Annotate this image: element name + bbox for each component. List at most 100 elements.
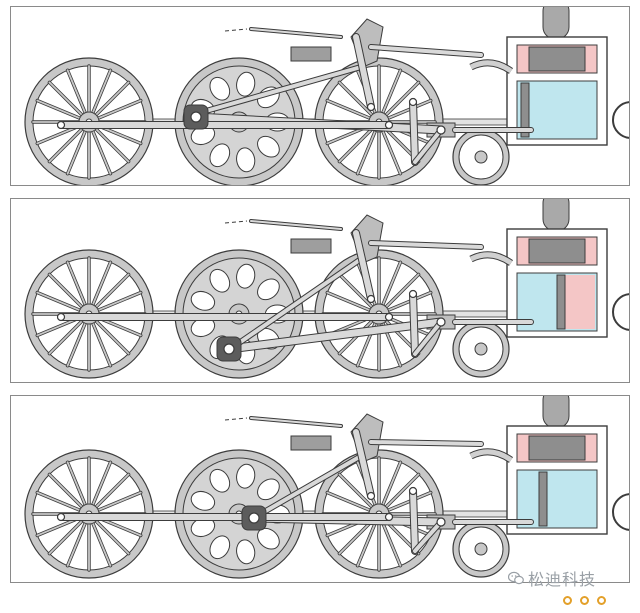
eccentric-rod-fill — [262, 454, 363, 514]
wheel-spoke-fill — [338, 127, 374, 163]
page-dot[interactable] — [580, 596, 589, 605]
wheel-spoke-fill — [48, 519, 84, 555]
slide-valve — [528, 238, 586, 264]
pin-joint — [56, 312, 66, 322]
wheel-spoke-fill — [36, 99, 82, 120]
diagram-panel-3 — [10, 395, 630, 583]
wheel-lightening-hole — [190, 490, 216, 511]
lifting-arm-block — [290, 238, 332, 254]
wheel-spoke-fill — [94, 519, 130, 555]
wheel-lightening-hole — [236, 263, 256, 289]
pin-joint — [366, 102, 376, 112]
wheel-spoke-fill — [66, 129, 87, 175]
pin-joint — [408, 486, 418, 496]
cylinder-bore — [516, 469, 598, 529]
page-dot[interactable] — [597, 596, 606, 605]
pin-joint — [366, 294, 376, 304]
wheel-spoke-fill — [356, 129, 377, 175]
locomotive-gear-diagram-1 — [24, 7, 629, 185]
piston-head — [538, 471, 548, 527]
wheel-lightening-hole — [209, 468, 231, 493]
wheel-lightening-hole — [257, 478, 280, 501]
wheel-spoke-fill — [94, 319, 130, 355]
wheel-spoke-fill — [386, 491, 432, 512]
piston-head — [556, 274, 566, 330]
diagram-panel-2 — [10, 198, 630, 383]
wechat-icon — [508, 571, 524, 585]
pin-joint — [436, 317, 446, 327]
union-link-fill — [413, 320, 443, 356]
reverser-rod-dash — [224, 28, 248, 32]
combination-lever-fill — [410, 99, 418, 165]
buffer — [612, 293, 629, 331]
wheel-lightening-hole — [236, 539, 256, 565]
pin-joint — [384, 512, 394, 522]
wheel-spoke-fill — [66, 321, 87, 367]
wheel-spoke-fill — [326, 291, 372, 312]
locomotive-gear-diagram-3 — [24, 396, 629, 579]
steam-dome — [542, 199, 570, 232]
wheel-spoke-fill — [48, 81, 84, 117]
wheel-spoke-fill — [36, 491, 82, 512]
union-link-fill — [413, 520, 443, 553]
wheel-spoke-fill — [94, 127, 130, 163]
wheel-lightening-hole — [209, 535, 231, 560]
wheel-spoke-fill — [381, 69, 402, 115]
radius-rod-fill — [353, 230, 374, 302]
pin-joint — [384, 120, 394, 130]
steam-cylinder — [506, 396, 608, 535]
wheel-spoke-fill — [326, 491, 372, 512]
steam-pipe-fill — [469, 449, 513, 463]
valve-rod-fill — [369, 440, 483, 446]
pin-joint — [366, 491, 376, 501]
wheel-spoke-fill — [48, 273, 84, 309]
pony-wheel — [452, 128, 510, 185]
wheel-spoke-fill — [386, 291, 432, 312]
wheel-spoke-fill — [384, 81, 420, 117]
steam-cylinder — [506, 7, 608, 146]
wheel-spoke-fill — [338, 81, 374, 117]
wheel-spoke-fill — [66, 521, 87, 567]
wheel-spoke-fill — [91, 521, 112, 567]
wheel-spoke-fill — [381, 129, 402, 175]
radius-rod-fill — [353, 34, 374, 110]
pin-joint — [223, 343, 235, 355]
reverser-rod-dash — [224, 220, 248, 224]
lifting-arm-block — [290, 46, 332, 62]
wheel-spoke-fill — [48, 319, 84, 355]
page-dot[interactable] — [563, 596, 572, 605]
wheel-spoke-fill — [94, 81, 130, 117]
reverser-rod-fill — [250, 28, 342, 38]
wheel-hub — [474, 150, 488, 164]
wheel-spoke-fill — [356, 521, 377, 567]
slide-valve — [528, 435, 586, 461]
wheel-spoke-fill — [48, 473, 84, 509]
steam-dome — [542, 396, 570, 429]
wheel-lightening-hole — [257, 278, 280, 301]
eccentric-rod-fill — [204, 65, 363, 113]
wheel-spoke-fill — [94, 273, 130, 309]
wheel-spoke-fill — [338, 519, 374, 555]
wheel-spoke-fill — [96, 491, 142, 512]
buffer — [612, 101, 629, 139]
wheel-spoke-fill — [48, 127, 84, 163]
wheel-hub — [474, 342, 488, 356]
lifting-arm-block — [290, 435, 332, 451]
wheel-spoke-fill — [326, 99, 372, 120]
wheel-spoke-fill — [96, 99, 142, 120]
eccentric-rod-fill — [237, 257, 363, 345]
wheel-spoke-fill — [66, 69, 87, 115]
reverser-rod-fill — [250, 417, 342, 427]
pin-joint — [248, 512, 260, 524]
wheel-spoke-fill — [91, 461, 112, 507]
steam-pipe-fill — [469, 60, 513, 74]
combination-lever-fill — [410, 488, 418, 554]
valve-rod-fill — [369, 45, 483, 57]
combination-lever-fill — [410, 291, 418, 357]
wheel-spoke-fill — [381, 261, 402, 307]
wheel-lightening-hole — [236, 147, 256, 173]
diagram-panel-1 — [10, 6, 630, 186]
wheel-lightening-hole — [209, 76, 231, 101]
wheel-spoke-fill — [66, 261, 87, 307]
pony-wheel — [452, 320, 510, 378]
